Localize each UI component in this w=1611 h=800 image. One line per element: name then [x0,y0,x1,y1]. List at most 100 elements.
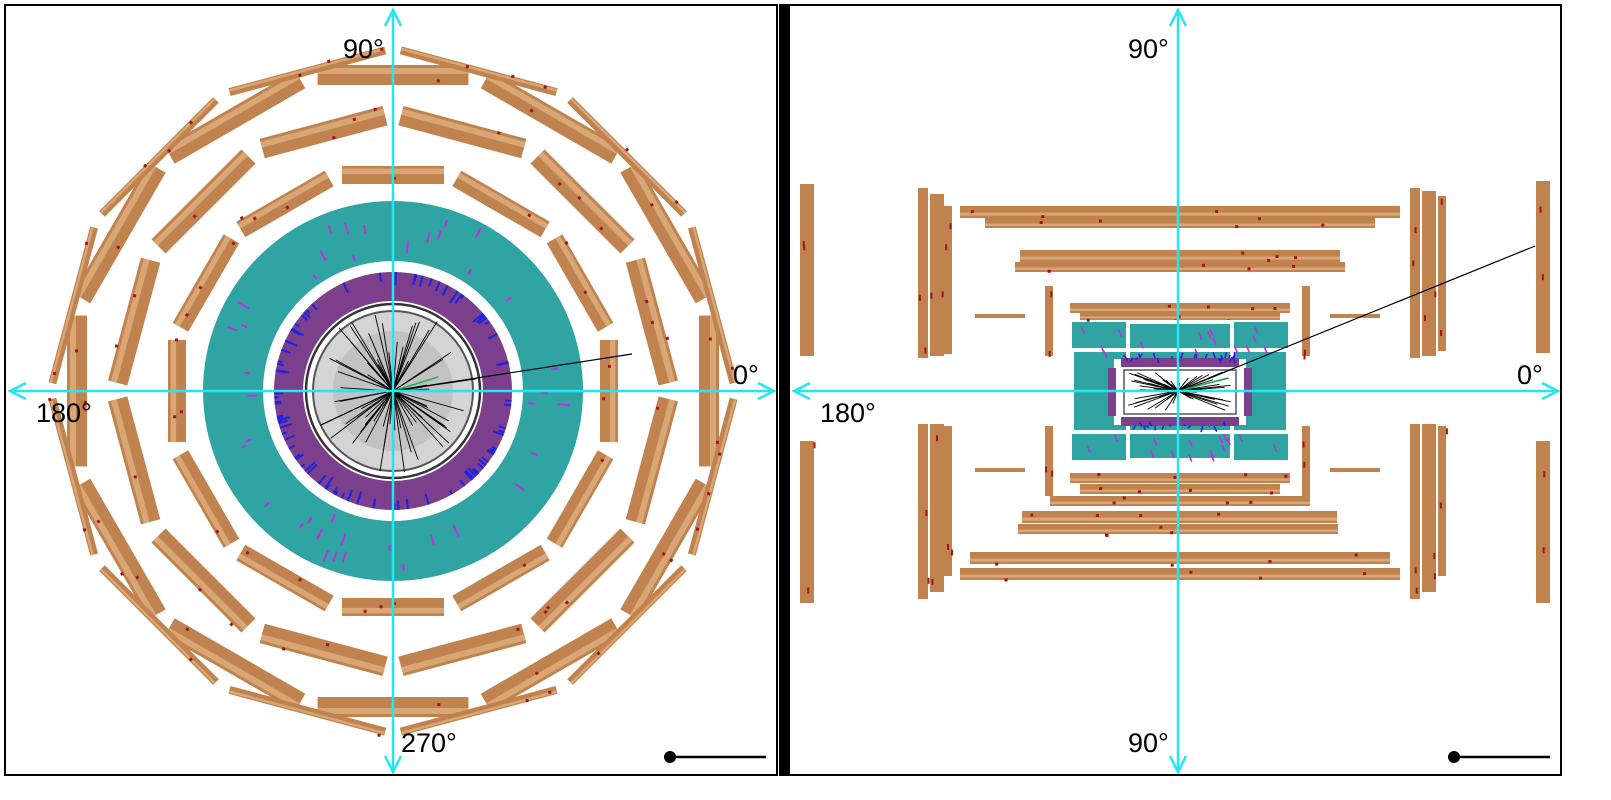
hcal-hit [1080,326,1086,335]
track-line [1177,374,1210,392]
muon-hit [1539,206,1542,213]
muon-hit-mark [198,285,203,290]
muon-hit [1045,466,1048,473]
muon-hit [1039,220,1043,224]
muon-hit [135,575,140,580]
muon-hit [918,294,921,301]
muon-hit [936,435,939,442]
track-line [392,390,402,429]
ecal-hit [477,313,485,320]
muon-chamber-layer [486,627,620,709]
arrow-down-icon [1168,755,1188,774]
muon-chamber [164,70,306,164]
muon-system [800,181,1550,603]
muon-chamber [399,685,558,736]
muon-hit-mark [644,299,649,304]
hcal-hit [237,301,250,310]
hcal-hit [1253,326,1259,334]
muon-hit [379,605,383,609]
muon-support [1330,314,1380,318]
muon-hit [510,74,515,79]
ecal-hit [306,463,318,475]
ecal-hit [1224,351,1228,359]
muon-barrel-layer [960,574,1400,578]
muon-hit-mark [120,571,125,576]
ecal-hit [325,483,331,490]
muon-hit [1414,567,1417,574]
ecal-hit [465,469,475,480]
ecal-hit [477,462,485,470]
muon-hit-mark [143,163,148,168]
muon-endcap-chamber [1422,191,1436,356]
muon-hit [1105,533,1109,537]
muon-hit-mark [332,135,336,140]
muon-hit [1433,573,1436,580]
muon-chamber [72,478,166,620]
track-line [392,390,412,453]
muon-hit [543,85,548,90]
muon-hit [945,244,948,251]
muon-hit-mark [82,528,87,532]
muon-hit-mark [135,575,140,580]
muon-hit [173,415,177,419]
muon-hit-mark [132,293,137,298]
hcal-hit [430,534,435,546]
muon-chamber [546,234,614,332]
ecal-hit [476,314,486,324]
muon-hit-mark [529,108,534,113]
lepton-track [392,376,439,392]
muon-hit [995,562,999,566]
muon-hit-mark [649,202,654,207]
ecal-hit [464,470,473,481]
muon-hit [924,347,927,354]
muon-hit-mark [185,627,190,632]
muon-chamber-layer [636,399,676,524]
hcal-hit [1187,454,1193,462]
muon-chamber [398,623,527,676]
muon-hit [82,528,87,532]
muon-chamber-layer [486,73,620,155]
muon-hit [949,223,952,230]
muon-hit [179,410,183,414]
muon-hit [730,366,735,371]
muon-hit [1206,305,1210,309]
track-line [382,390,394,427]
muon-hit [380,47,384,52]
track-line [1147,390,1179,410]
muon-hit-mark [437,703,441,707]
ecal-hit [449,490,454,495]
hcal-hit [528,402,536,405]
hcal-hit [1139,340,1144,349]
muon-barrel-layer [1080,489,1280,492]
muon-hit-mark [525,698,529,703]
muon-chamber [567,565,687,685]
muon-hit [1363,572,1367,576]
muon-hit [545,605,551,610]
muon-hit [1167,304,1171,308]
muon-chamber-layer [400,690,558,735]
ecal-hit [1169,424,1172,427]
track-line [334,390,394,403]
ecal-hit [449,290,459,304]
muon-hit [363,609,367,613]
muon-hit-mark [496,131,501,135]
tracks [319,315,477,473]
ecal-hit [428,278,433,287]
muon-hit [332,135,336,140]
muon-hit [1041,215,1045,219]
label-270-bottom: 270° [401,728,457,758]
muon-hit [1268,560,1272,564]
muon-support [975,468,1025,472]
muon-chamber-layer [75,164,157,298]
ecal-hit [356,491,363,505]
hcal-hit [1118,329,1123,338]
muon-endcap-chamber [1045,286,1053,356]
muon-chamber [99,565,219,685]
ecal-hit [498,429,505,434]
hcal-hit [443,219,448,228]
hcal-hit [306,516,313,524]
hcal-hit [514,482,525,491]
ecal-hit [1122,354,1127,359]
muon-hit [522,563,527,568]
ecal-hit [290,328,301,336]
